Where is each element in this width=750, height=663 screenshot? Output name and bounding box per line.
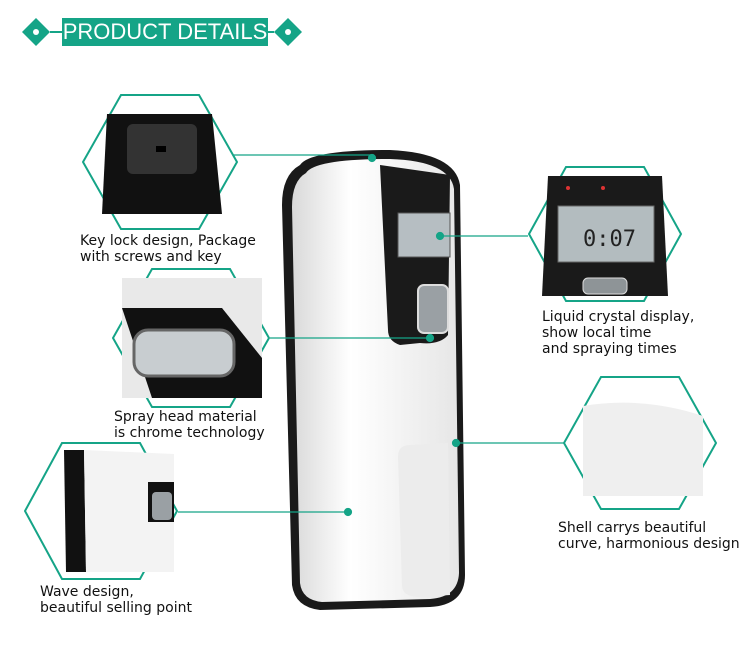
detail-shell-curve [563,376,717,510]
detail-wave-design [24,442,178,580]
detail-key-lock [82,94,238,230]
spray-nozzle [417,284,449,334]
caption-lcd-display: Liquid crystal display, show local time … [542,309,695,357]
caption-key-lock: Key lock design, Package with screws and… [80,233,256,265]
lcd-time-text: 0:07 [583,227,636,252]
product-dispenser [282,150,465,610]
caption-spray-head: Spray head material is chrome technology [114,409,265,441]
detail-spray-head [112,268,270,408]
caption-wave-design: Wave design, beautiful selling point [40,584,192,616]
section-banner [22,15,302,49]
detail-lcd-display: 0:07 [528,166,682,302]
lcd-screen [397,212,451,258]
caption-shell-curve: Shell carrys beautiful curve, harmonious… [558,520,740,552]
banner-title: PRODUCT DETAILS [62,18,268,46]
banner-ornament [22,18,302,46]
